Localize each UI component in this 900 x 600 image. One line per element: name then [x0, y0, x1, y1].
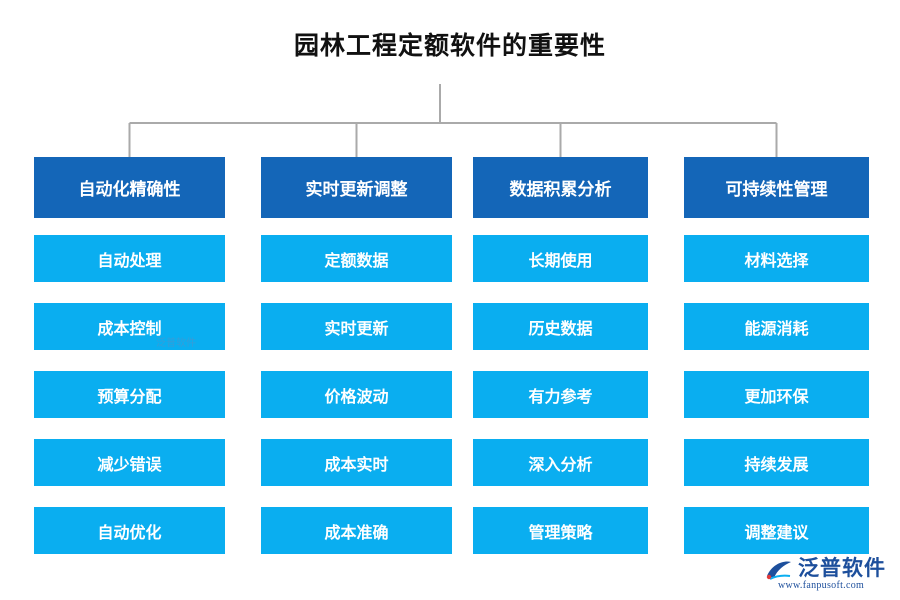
category-header-1: 自动化精确性 [34, 157, 225, 218]
category-header-4: 可持续性管理 [684, 157, 869, 218]
category-1-item-3: 预算分配 [34, 371, 225, 418]
watermark: 泛普软件 [156, 338, 196, 349]
category-4-item-4: 持续发展 [684, 439, 869, 486]
category-3-item-5: 管理策略 [473, 507, 648, 554]
brand-logo: 泛普软件 www.fanpusoft.com [764, 552, 894, 596]
category-3-item-3: 有力参考 [473, 371, 648, 418]
category-1-item-5: 自动优化 [34, 507, 225, 554]
category-2-item-5: 成本准确 [261, 507, 452, 554]
category-1-item-1: 自动处理 [34, 235, 225, 282]
category-1-item-2: 成本控制 [34, 303, 225, 350]
logo-name: 泛普软件 [798, 556, 886, 580]
category-4-item-1: 材料选择 [684, 235, 869, 282]
category-1-item-4: 减少错误 [34, 439, 225, 486]
category-3-item-2: 历史数据 [473, 303, 648, 350]
category-2-item-3: 价格波动 [261, 371, 452, 418]
category-3-item-4: 深入分析 [473, 439, 648, 486]
category-4-item-5: 调整建议 [684, 507, 869, 554]
category-header-3: 数据积累分析 [473, 157, 648, 218]
category-2-item-4: 成本实时 [261, 439, 452, 486]
diagram-title: 园林工程定额软件的重要性 [293, 31, 606, 60]
category-4-item-2: 能源消耗 [684, 303, 869, 350]
logo-url: www.fanpusoft.com [778, 580, 865, 591]
logo-mark-icon [766, 561, 791, 580]
category-header-2: 实时更新调整 [261, 157, 452, 218]
category-4-item-3: 更加环保 [684, 371, 869, 418]
category-2-item-1: 定额数据 [261, 235, 452, 282]
category-2-item-2: 实时更新 [261, 303, 452, 350]
category-3-item-1: 长期使用 [473, 235, 648, 282]
